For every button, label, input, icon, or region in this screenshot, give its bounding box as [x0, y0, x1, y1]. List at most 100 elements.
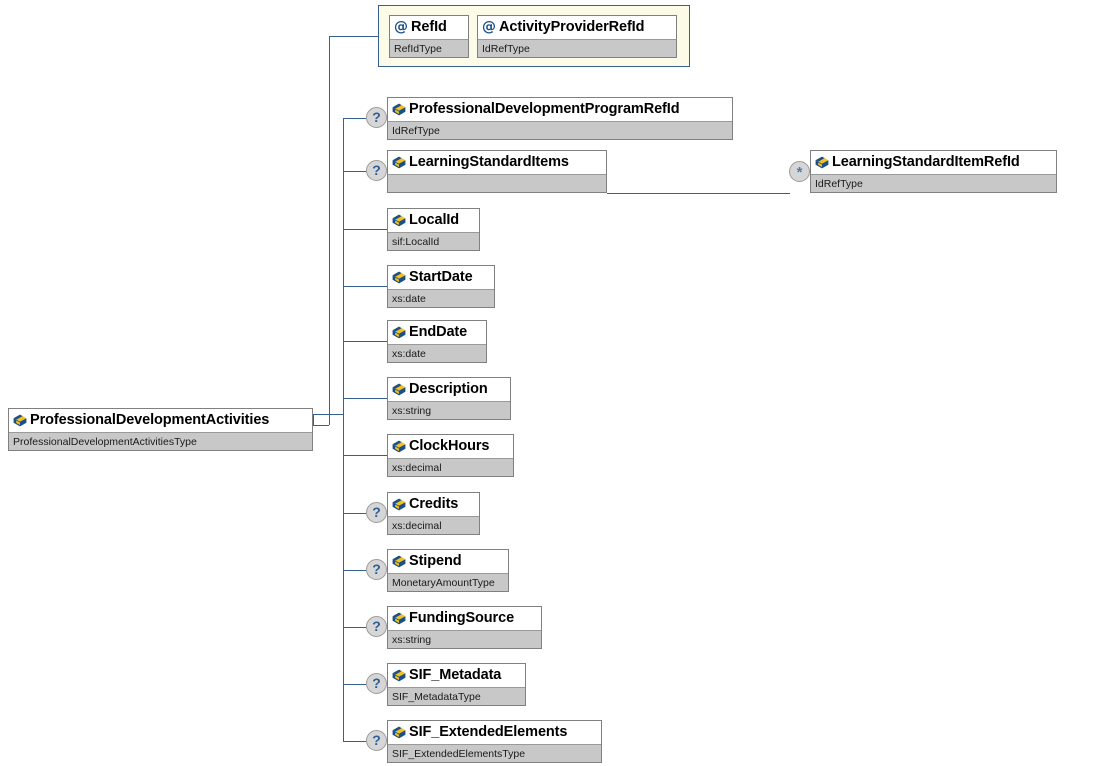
element-branch-5	[343, 398, 387, 399]
element-node-description[interactable]: Description xs:string	[387, 377, 511, 420]
element-icon	[392, 326, 406, 339]
element-icon	[392, 555, 406, 568]
node-type: xs:string	[388, 630, 541, 648]
element-node-credits[interactable]: Credits xs:decimal	[387, 492, 480, 535]
element-branch-7	[343, 513, 366, 514]
node-type: xs:string	[388, 401, 510, 419]
element-icon	[392, 612, 406, 625]
element-icon	[815, 156, 829, 169]
occurrence-badge-fundingsource[interactable]: ?	[366, 616, 387, 637]
node-type: xs:decimal	[388, 458, 513, 476]
node-title: @ActivityProviderRefId	[478, 16, 676, 39]
element-node-fundingsource[interactable]: FundingSource xs:string	[387, 606, 542, 649]
root-connector	[313, 425, 329, 426]
node-label: Stipend	[409, 552, 462, 569]
node-type: IdRefType	[478, 39, 676, 57]
element-icon	[392, 383, 406, 396]
element-branch-11	[343, 741, 366, 742]
node-label: SIF_Metadata	[409, 666, 502, 683]
element-branch-4	[343, 341, 387, 342]
node-label: RefId	[411, 18, 447, 35]
element-branch-1	[343, 171, 366, 172]
element-trunk-lower	[343, 414, 344, 741]
node-type: xs:decimal	[388, 516, 479, 534]
node-title: SIF_ExtendedElements	[388, 721, 601, 744]
occurrence-badge-learningstandarditemrefid[interactable]: *	[789, 161, 810, 182]
occurrence-badge-credits[interactable]: ?	[366, 502, 387, 523]
node-type: ProfessionalDevelopmentActivitiesType	[9, 432, 312, 450]
element-branch-0	[343, 118, 366, 119]
child-connector	[607, 193, 790, 194]
node-title: ProfessionalDevelopmentProgramRefId	[388, 98, 732, 121]
node-label: SIF_ExtendedElements	[409, 723, 568, 740]
node-type: MonetaryAmountType	[388, 573, 508, 591]
element-branch-6	[343, 455, 387, 456]
node-title: SIF_Metadata	[388, 664, 525, 687]
element-branch-10	[343, 684, 366, 685]
node-title: ClockHours	[388, 435, 513, 458]
node-label: ProfessionalDevelopmentProgramRefId	[409, 100, 680, 117]
element-branch-3	[343, 286, 387, 287]
element-node-learningstandarditems[interactable]: LearningStandardItems	[387, 150, 607, 193]
occurrence-badge-stipend[interactable]: ?	[366, 559, 387, 580]
element-icon	[13, 414, 27, 427]
node-label: EndDate	[409, 323, 468, 340]
node-label: FundingSource	[409, 609, 515, 626]
element-node-enddate[interactable]: EndDate xs:date	[387, 320, 487, 363]
node-title: Description	[388, 378, 510, 401]
element-icon	[392, 271, 406, 284]
element-icon	[392, 103, 406, 116]
attribute-icon: @	[394, 18, 408, 35]
node-type: SIF_ExtendedElementsType	[388, 744, 601, 762]
element-icon	[392, 498, 406, 511]
node-label: LearningStandardItems	[409, 153, 569, 170]
root-connector-outer	[313, 414, 343, 415]
node-label: LearningStandardItemRefId	[832, 153, 1020, 170]
node-type: RefIdType	[390, 39, 468, 57]
element-node-clockhours[interactable]: ClockHours xs:decimal	[387, 434, 514, 477]
element-icon	[392, 440, 406, 453]
node-label: StartDate	[409, 268, 473, 285]
element-icon	[392, 156, 406, 169]
attribute-icon: @	[482, 18, 496, 35]
node-label: ActivityProviderRefId	[499, 18, 645, 35]
root-step	[313, 414, 314, 426]
node-type	[388, 174, 606, 192]
node-title: Credits	[388, 493, 479, 516]
element-trunk-upper	[343, 118, 344, 414]
node-label: ProfessionalDevelopmentActivities	[30, 411, 270, 428]
element-icon	[392, 669, 406, 682]
attr-trunk	[329, 36, 330, 425]
node-type: xs:date	[388, 344, 486, 362]
occurrence-badge-sif_metadata[interactable]: ?	[366, 673, 387, 694]
attr-branch	[329, 36, 378, 37]
node-title: FundingSource	[388, 607, 541, 630]
node-type: IdRefType	[388, 121, 732, 139]
node-type: sif:LocalId	[388, 232, 479, 250]
occurrence-badge-sif_extendedelements[interactable]: ?	[366, 730, 387, 751]
node-title: LocalId	[388, 209, 479, 232]
node-type: SIF_MetadataType	[388, 687, 525, 705]
node-label: ClockHours	[409, 437, 490, 454]
node-title: EndDate	[388, 321, 486, 344]
node-label: Description	[409, 380, 488, 397]
occurrence-badge-professionaldevelopmentprogramrefid[interactable]: ?	[366, 107, 387, 128]
element-branch-2	[343, 229, 387, 230]
node-type: IdRefType	[811, 174, 1056, 192]
node-title: @RefId	[390, 16, 468, 39]
element-branch-9	[343, 627, 366, 628]
element-branch-8	[343, 570, 366, 571]
occurrence-badge-learningstandarditems[interactable]: ?	[366, 160, 387, 181]
node-label: Credits	[409, 495, 459, 512]
